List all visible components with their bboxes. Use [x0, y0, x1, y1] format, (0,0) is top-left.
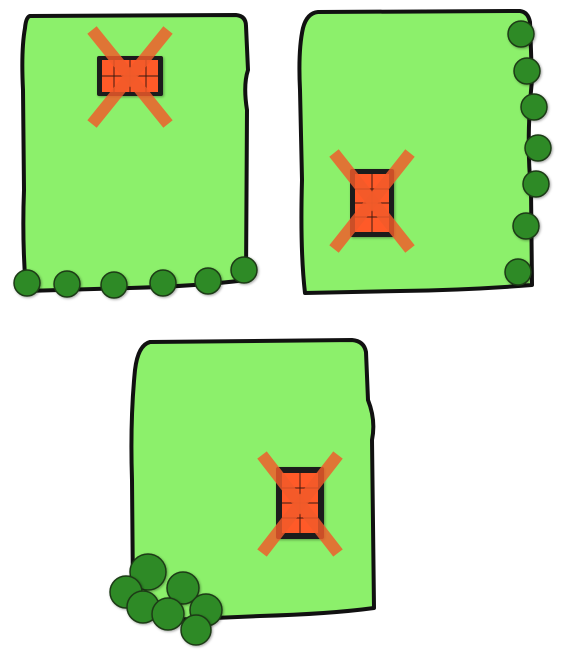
tree-icon — [150, 270, 176, 296]
tree-icon — [514, 58, 540, 84]
tree-icon — [525, 135, 551, 161]
tree-icon — [521, 94, 547, 120]
tree-icon — [195, 268, 221, 294]
lawn-outline — [131, 340, 374, 620]
yard-panel-top-left — [14, 15, 257, 298]
tree-icon — [231, 257, 257, 283]
lawn-outline — [299, 11, 532, 293]
yard-panel-top-right — [299, 11, 551, 293]
tree-icon — [152, 598, 184, 630]
tree-icon — [101, 272, 127, 298]
tree-icon — [14, 270, 40, 296]
yard-panel-bottom-center — [110, 340, 374, 645]
tree-icon — [181, 615, 211, 645]
tree-icon — [523, 171, 549, 197]
tree-icon — [505, 259, 531, 285]
tree-icon — [54, 271, 80, 297]
tree-icon — [513, 213, 539, 239]
tree-icon — [508, 21, 534, 47]
